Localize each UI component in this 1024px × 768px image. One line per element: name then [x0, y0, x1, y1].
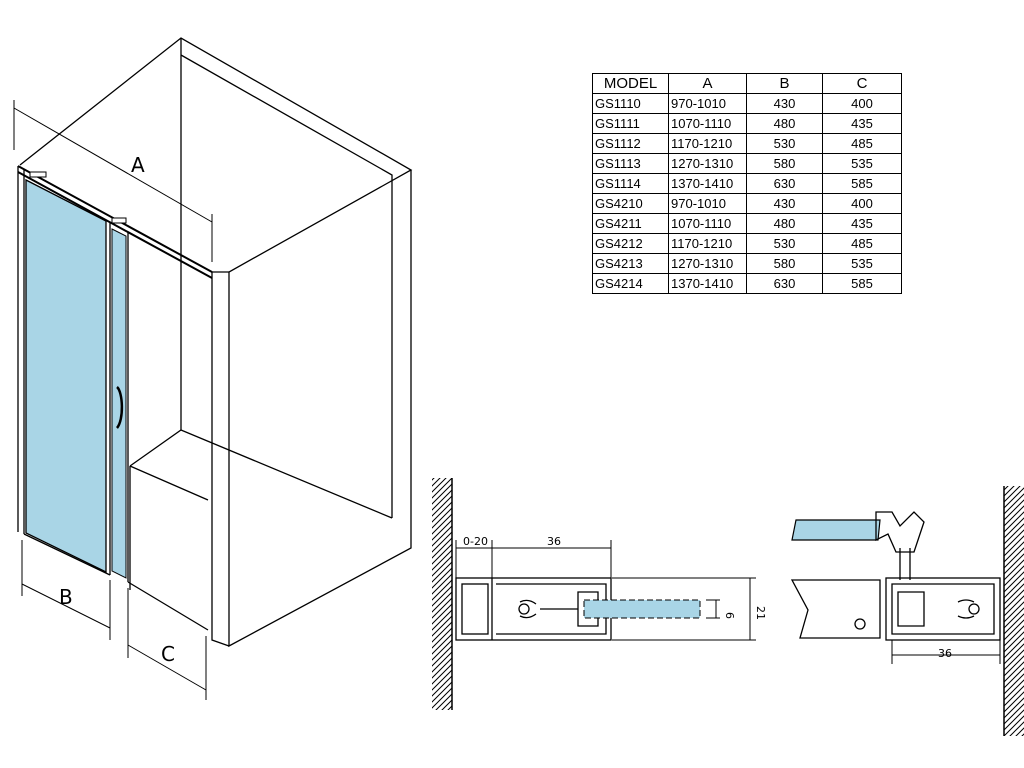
dim-gap-label: 0-20 [463, 535, 488, 548]
cell-model: GS1114 [592, 173, 669, 194]
shower-enclosure-3d [17, 37, 413, 648]
dimension-b [21, 540, 111, 640]
cell-c: 535 [822, 253, 902, 274]
back-wall [180, 38, 393, 518]
dimension-c [127, 588, 207, 700]
cell-a: 1070-1110 [668, 113, 747, 134]
dimension-a-label: A [131, 153, 145, 177]
dimension-b-label: B [59, 585, 73, 609]
profile-detail-right: 36 [790, 486, 1024, 736]
cell-b: 530 [746, 133, 823, 154]
dim-width-label-left: 36 [547, 535, 561, 548]
cell-b: 480 [746, 113, 823, 134]
wall-profile-left [17, 166, 25, 534]
fixed-glass-right [790, 579, 881, 639]
glass-insert-left [583, 599, 701, 619]
cell-b: 580 [746, 253, 823, 274]
cell-b: 430 [746, 93, 823, 114]
floor-edges [129, 429, 393, 519]
cell-model: GS1113 [592, 153, 669, 174]
cell-model: GS4214 [592, 273, 669, 294]
cell-model: GS1111 [592, 113, 669, 134]
table-header-model: MODEL [592, 73, 669, 94]
cell-model: GS4211 [592, 213, 669, 234]
seal-profile [875, 511, 925, 580]
table-header-c: C [822, 73, 902, 94]
cell-c: 435 [822, 113, 902, 134]
cell-model: GS4212 [592, 233, 669, 254]
cell-b: 630 [746, 273, 823, 294]
floor-front [129, 465, 209, 590]
profile-detail-left: 0-20 36 6 21 [432, 478, 767, 710]
fixed-panel-frame [109, 222, 209, 631]
cell-b: 430 [746, 193, 823, 214]
cell-c: 400 [822, 93, 902, 114]
cell-a: 1270-1310 [668, 253, 747, 274]
cell-a: 1370-1410 [668, 173, 747, 194]
fixed-glass-strip [111, 228, 127, 579]
dim-glass-label: 6 [723, 612, 736, 619]
cell-c: 585 [822, 173, 902, 194]
glass-sliding-right [791, 519, 881, 541]
roller-left [29, 171, 47, 178]
table-header-row: MODEL A B C [592, 73, 902, 94]
cell-c: 585 [822, 273, 902, 294]
cell-a: 1170-1210 [668, 133, 747, 154]
cell-c: 400 [822, 193, 902, 214]
cell-model: GS4213 [592, 253, 669, 274]
side-wall-edge [211, 271, 230, 647]
wall-hatch-right [1004, 486, 1024, 736]
table-header-a: A [668, 73, 747, 94]
cell-a: 970-1010 [668, 193, 747, 214]
cell-c: 485 [822, 233, 902, 254]
dimension-a [13, 100, 213, 262]
cell-c: 485 [822, 133, 902, 154]
cell-b: 580 [746, 153, 823, 174]
dimension-c-label: C [161, 642, 175, 666]
cell-c: 435 [822, 213, 902, 234]
cell-a: 970-1010 [668, 93, 747, 114]
sliding-glass-panel [25, 178, 107, 574]
cell-a: 1070-1110 [668, 213, 747, 234]
screw-icon [854, 618, 866, 630]
dim-height-label: 21 [754, 606, 767, 620]
cell-a: 1370-1410 [668, 273, 747, 294]
roller-right [111, 217, 127, 224]
cell-a: 1170-1210 [668, 233, 747, 254]
dim-width-label-right: 36 [938, 647, 952, 660]
cell-b: 530 [746, 233, 823, 254]
cell-model: GS1110 [592, 93, 669, 114]
cell-c: 535 [822, 153, 902, 174]
bottom-edge [23, 533, 111, 576]
cell-b: 480 [746, 213, 823, 234]
cell-a: 1270-1310 [668, 153, 747, 174]
wall-hatch-left [432, 478, 452, 710]
cell-model: GS1112 [592, 133, 669, 154]
cell-b: 630 [746, 173, 823, 194]
table-header-b: B [746, 73, 823, 94]
cell-model: GS4210 [592, 193, 669, 214]
door-handle-icon [115, 386, 124, 429]
